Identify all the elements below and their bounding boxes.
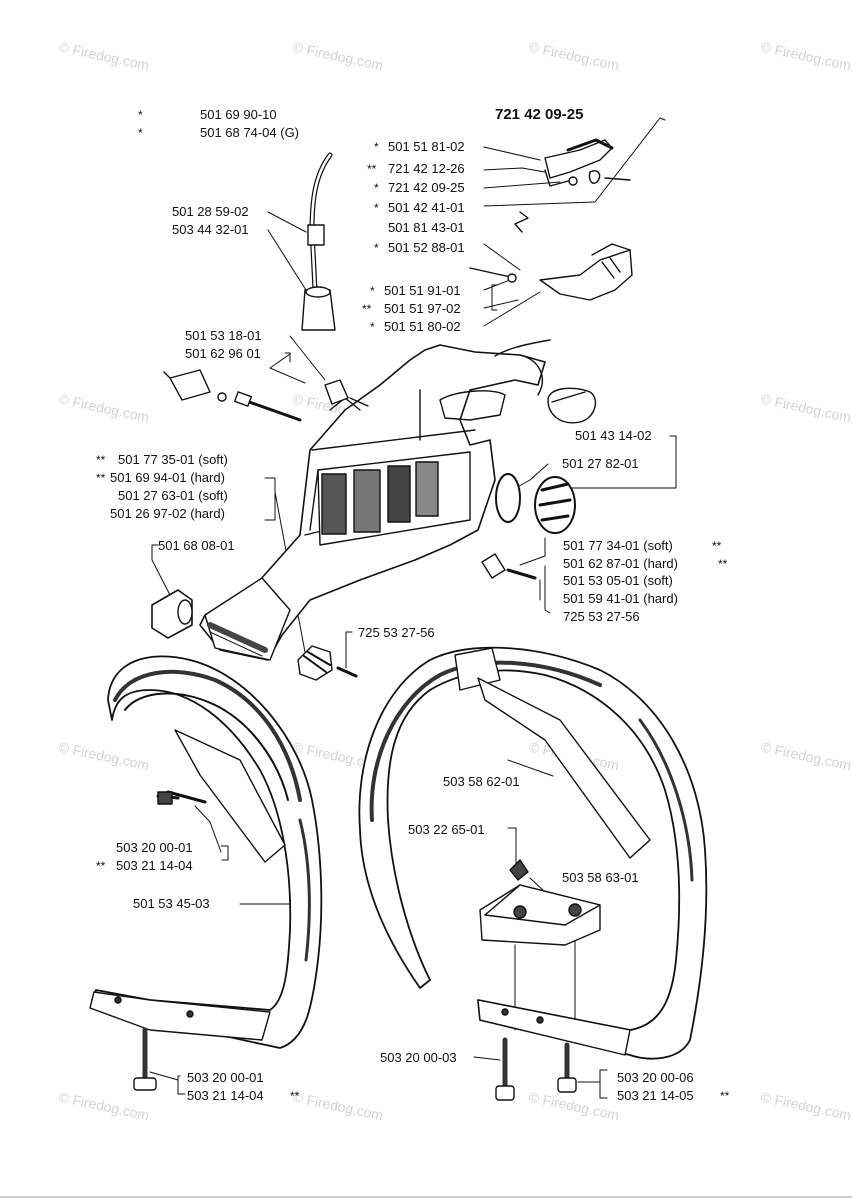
throttle-trigger [514, 138, 631, 233]
mark-double: ** [96, 859, 106, 873]
part-label-501269702: 501 26 97-02 (hard) [110, 506, 225, 521]
part-label-501530501: 501 53 05-01 (soft) [563, 573, 673, 588]
bottom-rule [0, 1196, 852, 1198]
part-label-725532756-right: 725 53 27-56 [563, 609, 640, 624]
leader-lines [149, 117, 677, 1099]
part-label-503586201: 503 58 62-01 [443, 774, 520, 789]
tank-cap [495, 387, 597, 534]
mark-double: ** [718, 557, 728, 571]
part-label-501519101: 501 51 91-01 [384, 283, 461, 298]
part-label-503443201: 503 44 32-01 [172, 222, 249, 237]
mark-single: * [374, 201, 379, 215]
assembly-title: 721 42 09-25 [495, 106, 584, 123]
part-label-725532756-left: 725 53 27-56 [358, 625, 435, 640]
mark-single: * [370, 284, 375, 298]
part-label-501699401: 501 69 94-01 (hard) [110, 470, 225, 485]
part-label-501515102: 501 51 81-02 [388, 139, 465, 154]
mark-double: ** [712, 539, 722, 553]
part-label-501773501: 501 77 35-01 (soft) [118, 452, 228, 467]
part-label-501628701: 501 62 87-01 (hard) [563, 556, 678, 571]
part-label-501276301: 501 27 63-01 (soft) [118, 488, 228, 503]
part-label-503211405: 503 21 14-05 [617, 1088, 694, 1103]
mark-double: ** [362, 302, 372, 316]
part-label-501519702: 501 51 97-02 [384, 301, 461, 316]
av-element [297, 553, 537, 681]
part-label-503200003: 503 20 00-03 [380, 1050, 457, 1065]
part-label-503226501: 503 22 65-01 [408, 822, 485, 837]
mark-single: * [138, 108, 143, 122]
fuel-hose [301, 152, 336, 331]
part-label-501518002: 501 51 80-02 [384, 319, 461, 334]
part-label-503211404-lower: 503 21 14-04 [187, 1088, 264, 1103]
part-label-501680801: 501 68 08-01 [158, 538, 235, 553]
rear-handle-housing [199, 339, 551, 661]
part-label-721421226: 721 42 12-26 [388, 161, 465, 176]
part-label-50162960: 501 62 96 01 [185, 346, 261, 361]
mark-double: ** [367, 162, 377, 176]
part-label-501528801: 501 52 88-01 [388, 240, 465, 255]
part-label-501773401: 501 77 34-01 (soft) [563, 538, 673, 553]
part-label-501534503: 501 53 45-03 [133, 896, 210, 911]
mark-double: ** [720, 1089, 730, 1103]
mark-double: ** [96, 471, 106, 485]
adjuster-parts [163, 369, 369, 422]
part-label-501699010: 501 69 90-10 [200, 107, 277, 122]
part-label-501531801: 501 53 18-01 [185, 328, 262, 343]
part-label-503211404-upper: 503 21 14-04 [116, 858, 193, 873]
part-label-503200001-lower: 503 20 00-01 [187, 1070, 264, 1085]
mark-single: * [374, 181, 379, 195]
part-label-501424101: 501 42 41-01 [388, 200, 465, 215]
mark-single: * [374, 241, 379, 255]
part-label-501814301: 501 81 43-01 [388, 220, 465, 235]
part-label-501285902: 501 28 59-02 [172, 204, 249, 219]
mark-double: ** [290, 1089, 300, 1103]
part-label-501687404g: 501 68 74-04 (G) [200, 125, 300, 140]
part-label-501594101: 501 59 41-01 (hard) [563, 591, 678, 606]
throttle-lever [469, 243, 633, 301]
part-label-501431402: 501 43 14-02 [575, 428, 652, 443]
part-label-503200001-upper: 503 20 00-01 [116, 840, 193, 855]
front-handle-bar [358, 646, 708, 1101]
rubber-buffer [151, 589, 193, 639]
mark-single: * [370, 320, 375, 334]
mark-double: ** [96, 453, 106, 467]
part-label-501278201: 501 27 82-01 [562, 456, 639, 471]
part-label-503200006: 503 20 00-06 [617, 1070, 694, 1085]
mark-single: * [138, 126, 143, 140]
part-label-503586301: 503 58 63-01 [562, 870, 639, 885]
part-label-721420925: 721 42 09-25 [388, 180, 465, 195]
left-handle [89, 655, 323, 1091]
mark-single: * [374, 140, 379, 154]
